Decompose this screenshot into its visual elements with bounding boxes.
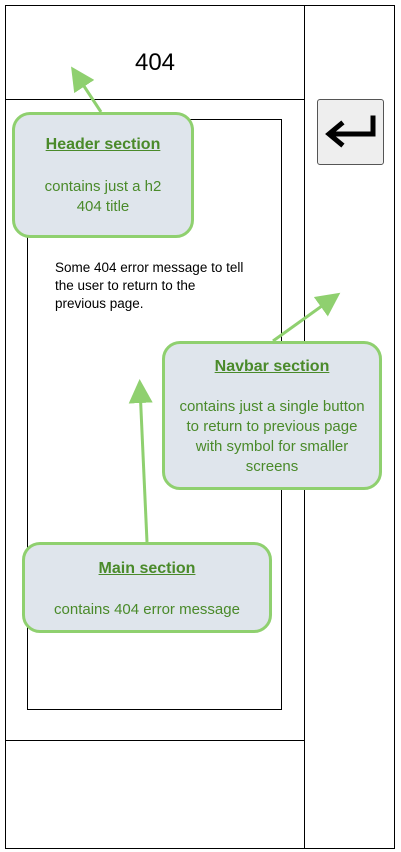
- callout-header-description: contains just a h2 404 title: [44, 178, 162, 215]
- callout-navbar-description: contains just a single button to return …: [179, 398, 365, 475]
- callout-navbar-heading: Navbar section: [214, 358, 330, 375]
- callout-main: Main section contains 404 error message: [22, 542, 272, 633]
- back-button[interactable]: [317, 99, 384, 165]
- callout-main-heading: Main section: [98, 560, 196, 577]
- footer-section: [5, 740, 305, 849]
- header-section: 404: [5, 5, 305, 100]
- page-title: 404: [134, 49, 176, 76]
- error-message: Some 404 error message to tell the user …: [55, 260, 244, 311]
- callout-header: Header section contains just a h2 404 ti…: [12, 112, 194, 238]
- callout-navbar: Navbar section contains just a single bu…: [162, 341, 382, 490]
- return-arrow-icon: [324, 115, 375, 148]
- callout-header-heading: Header section: [45, 136, 161, 153]
- callout-main-description: contains 404 error message: [54, 601, 240, 618]
